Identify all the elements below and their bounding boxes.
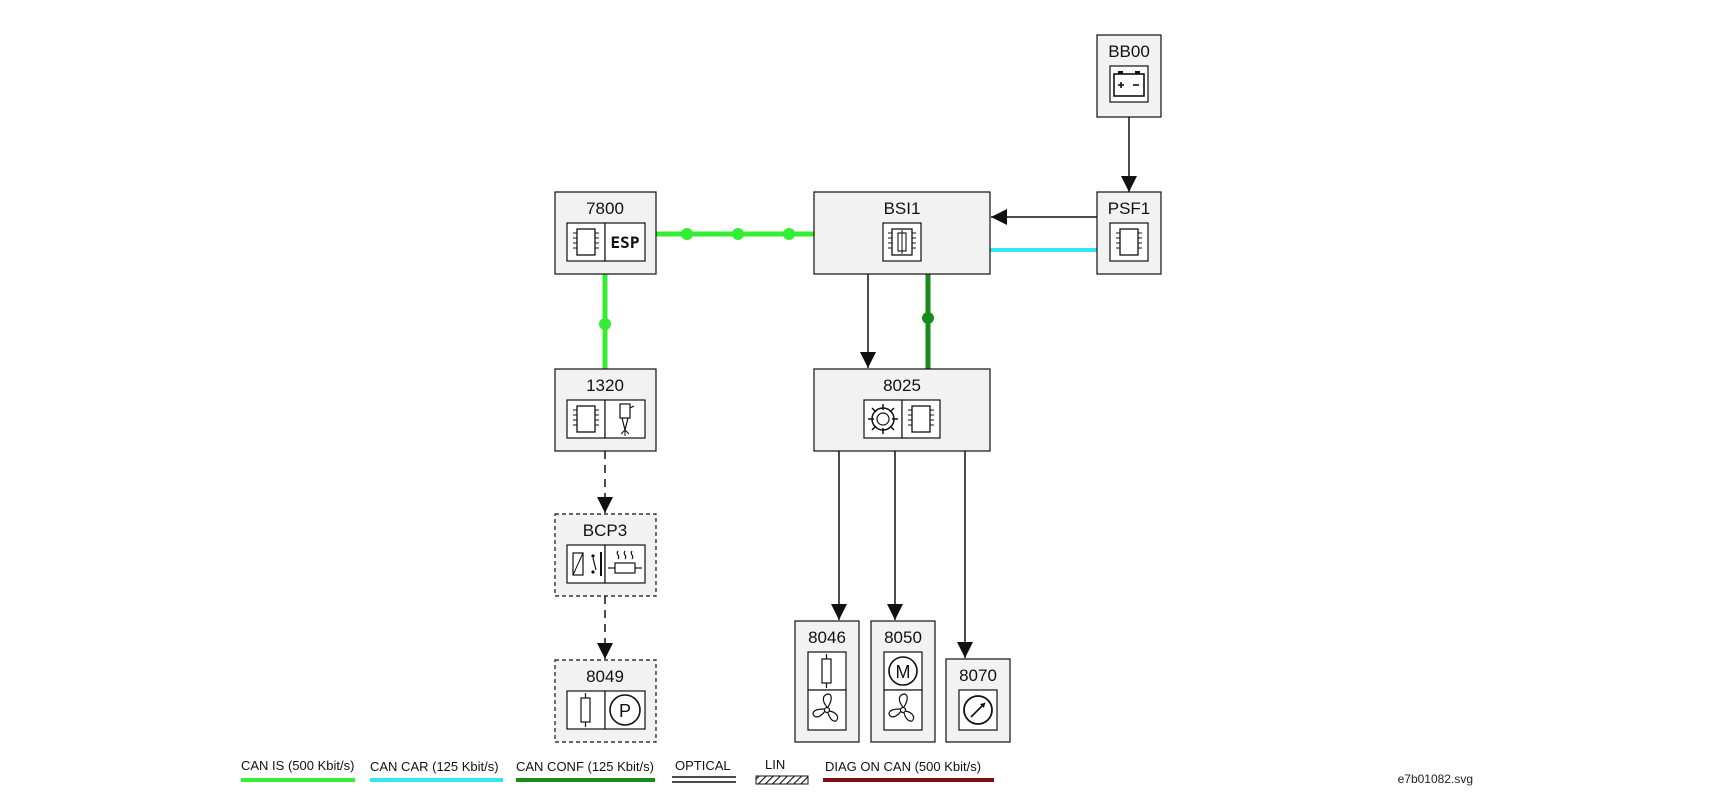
can-conf-node-dot [922, 312, 934, 324]
esp-icon: ESP [604, 222, 646, 262]
legend-lin: LIN [755, 757, 809, 785]
node-label: 8025 [883, 376, 921, 395]
legend-label: CAN CAR (125 Kbit/s) [370, 759, 499, 774]
node-label: BSI1 [884, 199, 921, 218]
node-bb00[interactable]: BB00 [1096, 34, 1162, 118]
can-is-node-dot [599, 318, 611, 330]
motor-letter: M [896, 662, 911, 682]
pump-letter: P [619, 701, 631, 721]
node-8025[interactable]: 8025 [813, 368, 991, 452]
legend-can-conf: CAN CONF (125 Kbit/s) [516, 759, 655, 782]
ecu-chip-icon [566, 399, 606, 439]
relay-icon [566, 544, 606, 584]
node-8046[interactable]: 8046 [794, 620, 860, 743]
node-8070[interactable]: 8070 [945, 658, 1011, 743]
node-label: 7800 [586, 199, 624, 218]
ecu-chip-icon [1109, 222, 1149, 262]
node-label: BB00 [1108, 42, 1150, 61]
node-7800[interactable]: 7800 ESP [554, 191, 657, 275]
legend-label: DIAG ON CAN (500 Kbit/s) [825, 759, 981, 774]
legend-optical: OPTICAL [672, 758, 736, 783]
injector-icon [604, 399, 646, 439]
node-label: 8049 [586, 667, 624, 686]
node-1320[interactable]: 1320 [554, 368, 657, 452]
node-label: 1320 [586, 376, 624, 395]
legend-label: CAN IS (500 Kbit/s) [241, 758, 354, 773]
can-is-node-dot [732, 228, 744, 240]
legend-label: OPTICAL [675, 758, 731, 773]
legend: CAN IS (500 Kbit/s) CAN CAR (125 Kbit/s)… [241, 757, 994, 785]
ecu-chip-icon [566, 222, 606, 262]
legend-can-is: CAN IS (500 Kbit/s) [241, 758, 355, 782]
node-label: PSF1 [1108, 199, 1151, 218]
legend-label: CAN CONF (125 Kbit/s) [516, 759, 654, 774]
legend-diag-on-can: DIAG ON CAN (500 Kbit/s) [823, 759, 994, 782]
node-8049[interactable]: 8049 P [554, 659, 657, 743]
fan-icon [883, 689, 923, 731]
node-label: 8050 [884, 628, 922, 647]
node-label: 8070 [959, 666, 997, 685]
node-bcp3[interactable]: BCP3 [554, 513, 657, 597]
file-name: e7b01082.svg [1398, 772, 1473, 786]
fan-icon [807, 689, 847, 731]
can-is-node-dot [783, 228, 795, 240]
legend-label: LIN [765, 757, 785, 772]
pump-icon: P [604, 690, 646, 730]
motor-icon: M [883, 651, 923, 691]
pressure-gauge-icon [958, 689, 998, 731]
node-label: 8046 [808, 628, 846, 647]
ecu-chip-icon [901, 399, 941, 439]
can-is-node-dot [681, 228, 693, 240]
legend-can-car: CAN CAR (125 Kbit/s) [370, 759, 503, 782]
fuse-box-chip-icon [882, 222, 922, 262]
battery-icon [1109, 65, 1149, 103]
resistor-icon [566, 690, 606, 730]
node-8050[interactable]: 8050 M [870, 620, 936, 743]
node-label: BCP3 [583, 521, 627, 540]
heater-resistor-icon [604, 544, 646, 584]
resistor-icon [807, 651, 847, 691]
esp-label: ESP [611, 233, 640, 252]
node-psf1[interactable]: PSF1 [1096, 191, 1162, 275]
climate-snowflake-icon [863, 399, 903, 439]
node-bsi1[interactable]: BSI1 [813, 191, 991, 275]
